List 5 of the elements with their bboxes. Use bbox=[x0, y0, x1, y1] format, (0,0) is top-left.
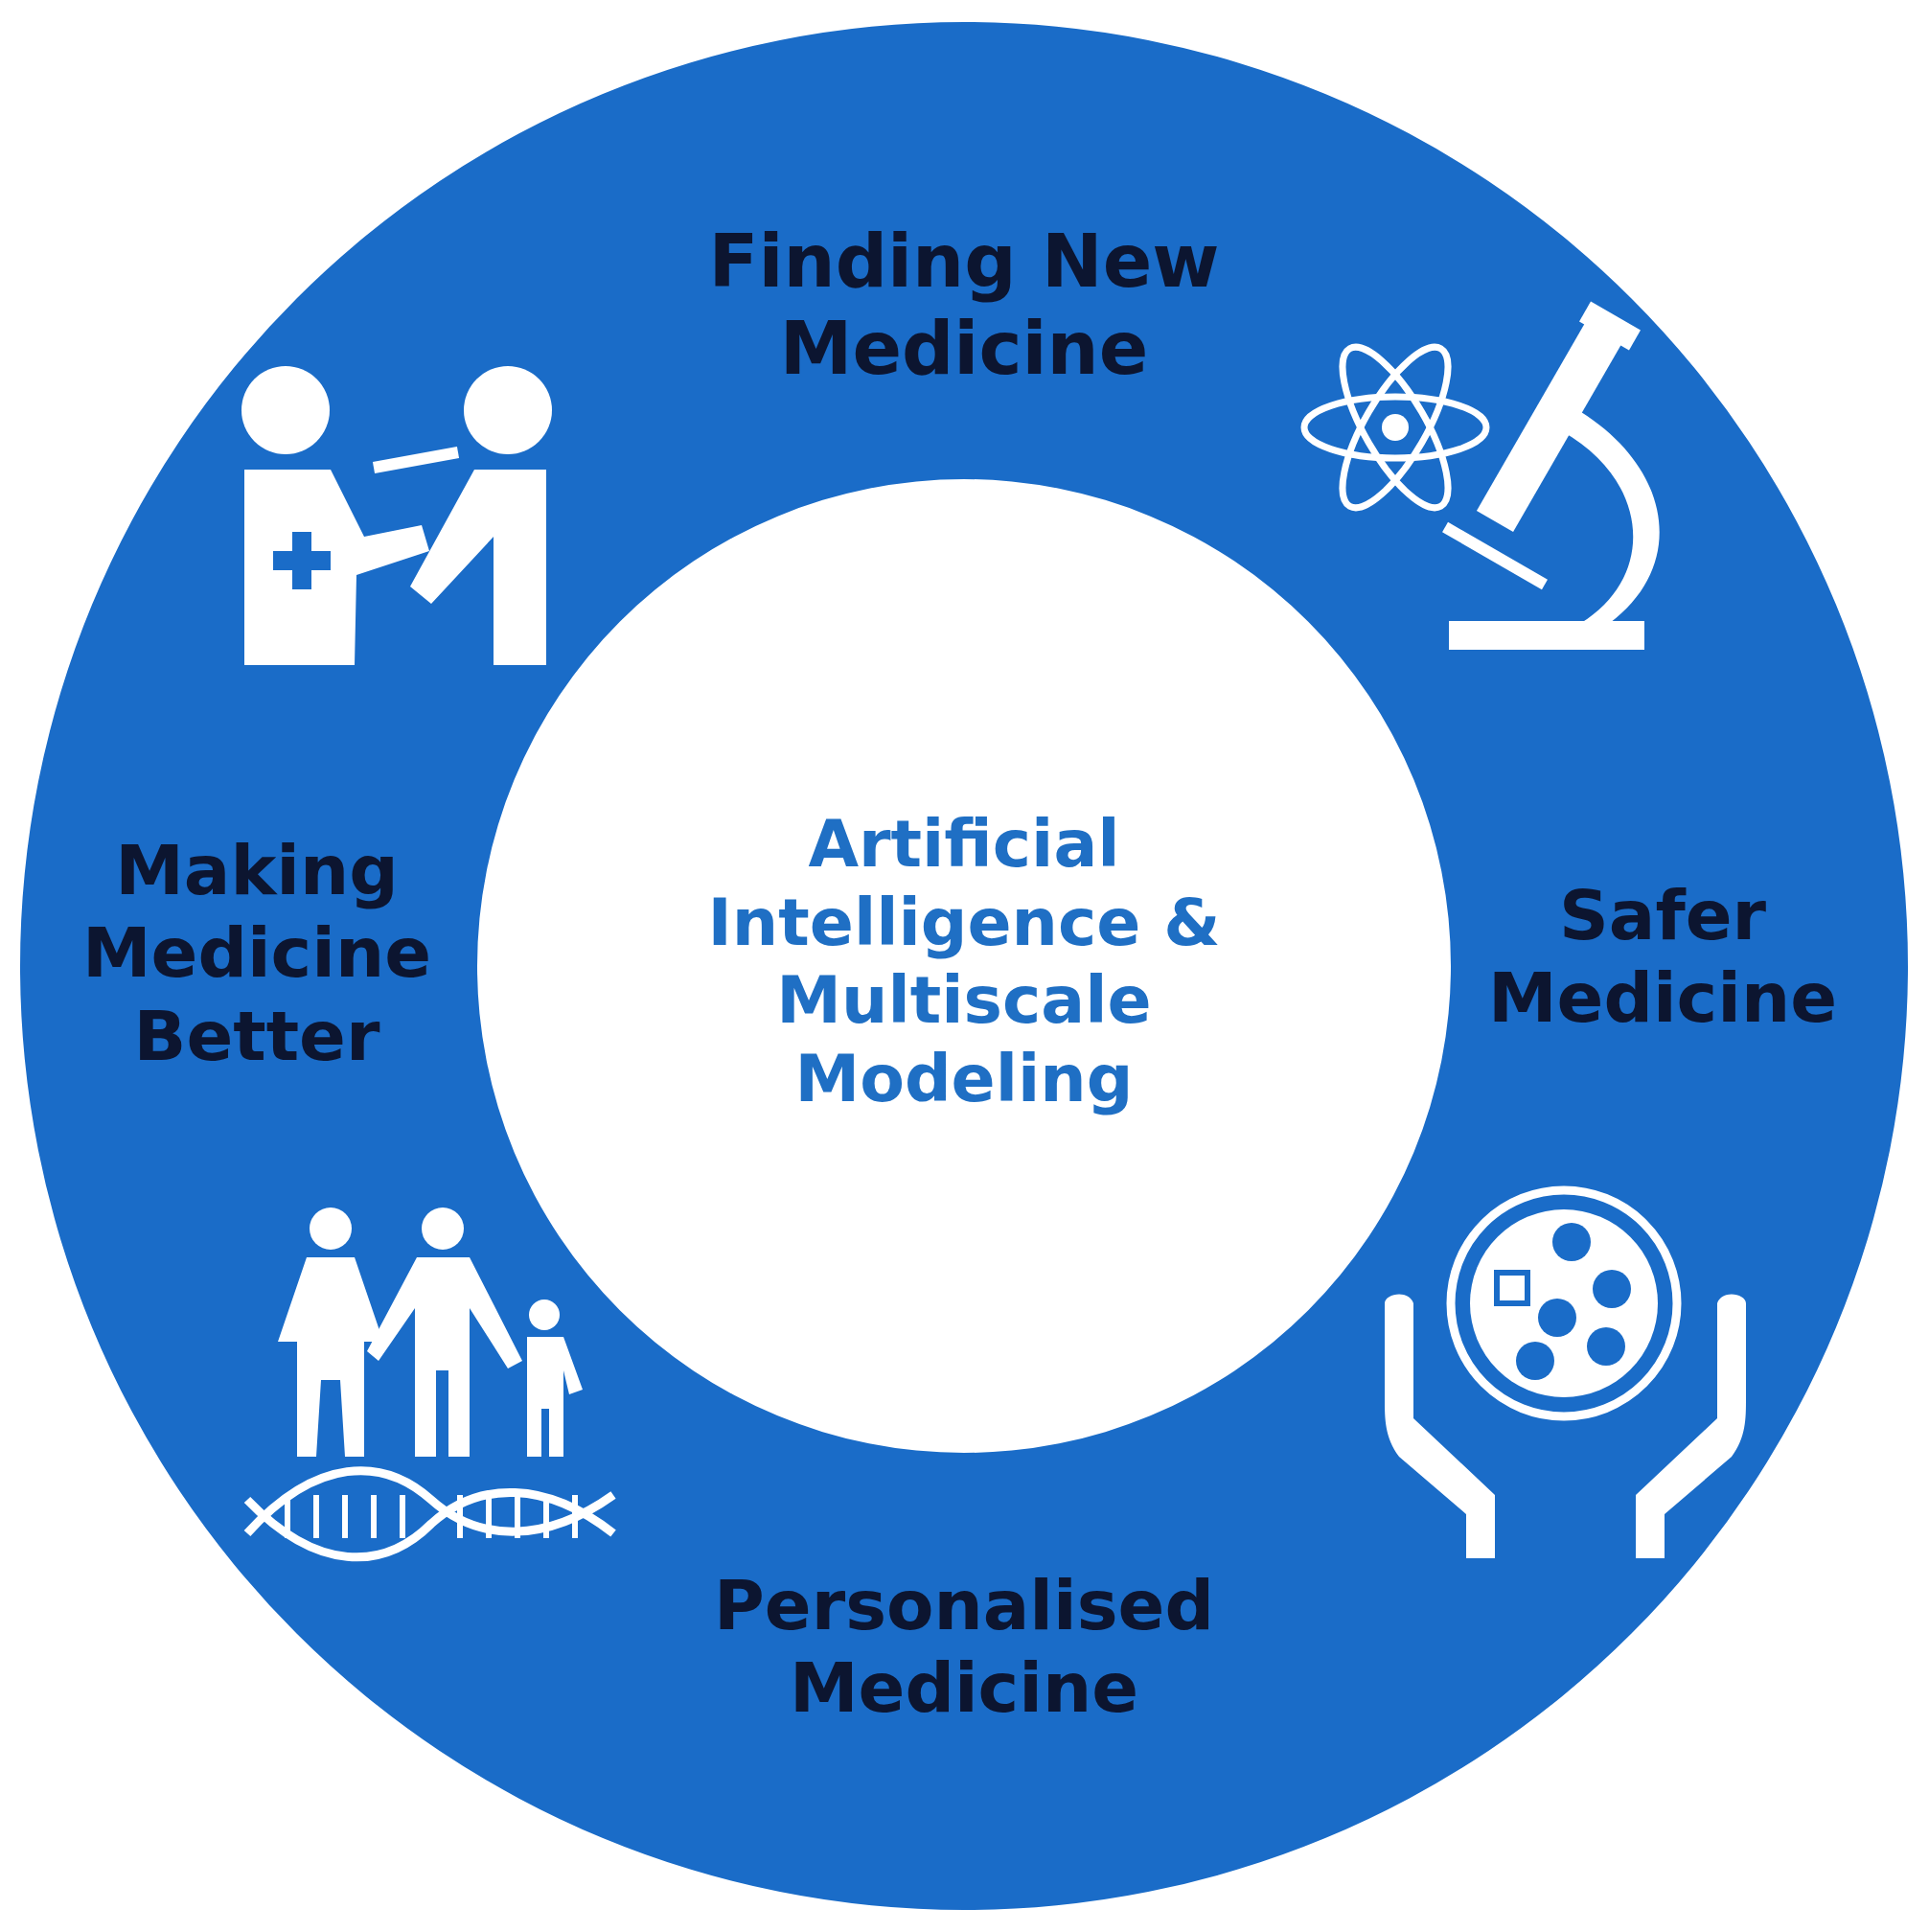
segment-label: Making Medicine Better bbox=[80, 829, 433, 1078]
segment-label: Personalised Medicine bbox=[713, 1563, 1215, 1730]
center-title: Artificial Intelligence & Multiscale Modeling bbox=[706, 804, 1222, 1118]
segment-label: Finding New Medicine bbox=[707, 217, 1221, 393]
segment-label: Safer Medicine bbox=[1486, 873, 1839, 1040]
